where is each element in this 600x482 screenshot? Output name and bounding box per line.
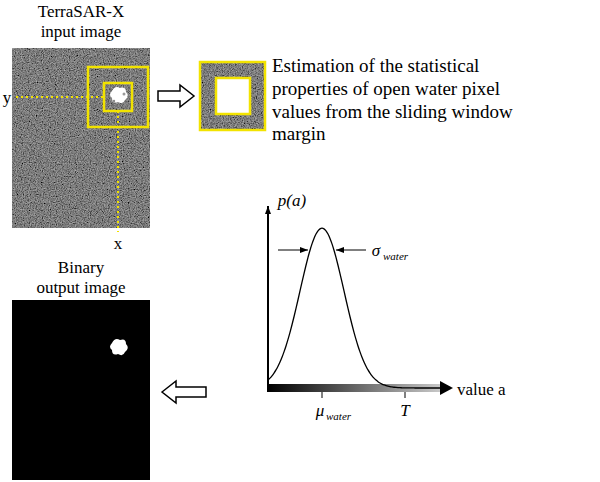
x-axis-head — [440, 381, 453, 395]
panel-title: Binary output image — [35, 258, 127, 299]
speckle — [123, 93, 126, 96]
y-axis — [267, 206, 269, 392]
block-arrow — [158, 85, 194, 107]
speckle — [113, 100, 115, 102]
sigma-arrow — [278, 250, 308, 251]
subscript: water — [326, 411, 351, 422]
image-panel: Binary output image — [12, 258, 150, 480]
inner-window — [104, 83, 132, 111]
block-arrow — [162, 381, 206, 403]
detected-target — [110, 339, 128, 355]
window-outline — [200, 62, 265, 130]
x-guide — [117, 111, 119, 232]
axis-label: value a — [457, 381, 506, 398]
estimation-panel: Estimation of the statistical properties… — [200, 55, 595, 152]
symbol: μ — [316, 402, 325, 419]
mu-tick — [322, 392, 323, 398]
window-center — [216, 78, 250, 114]
axis-label: p(a) — [278, 192, 306, 209]
t-tick — [405, 392, 406, 398]
axis-letter: x — [114, 235, 123, 252]
image-panel: TerraSAR-X input image — [12, 2, 150, 228]
symbol: T — [400, 402, 409, 419]
y-guide — [16, 96, 104, 98]
subscript: water — [383, 251, 408, 262]
binary-image — [12, 300, 150, 480]
panel-title: TerraSAR-X input image — [35, 2, 127, 43]
ice-target — [110, 87, 128, 103]
symbol: σ — [372, 242, 380, 259]
sar-image — [12, 48, 150, 228]
window-margin — [200, 62, 265, 130]
sigma-arrow — [336, 250, 366, 251]
description-text: Estimation of the statistical properties… — [272, 55, 534, 146]
gaussian-curve — [268, 228, 440, 388]
axis-letter: y — [3, 89, 12, 106]
